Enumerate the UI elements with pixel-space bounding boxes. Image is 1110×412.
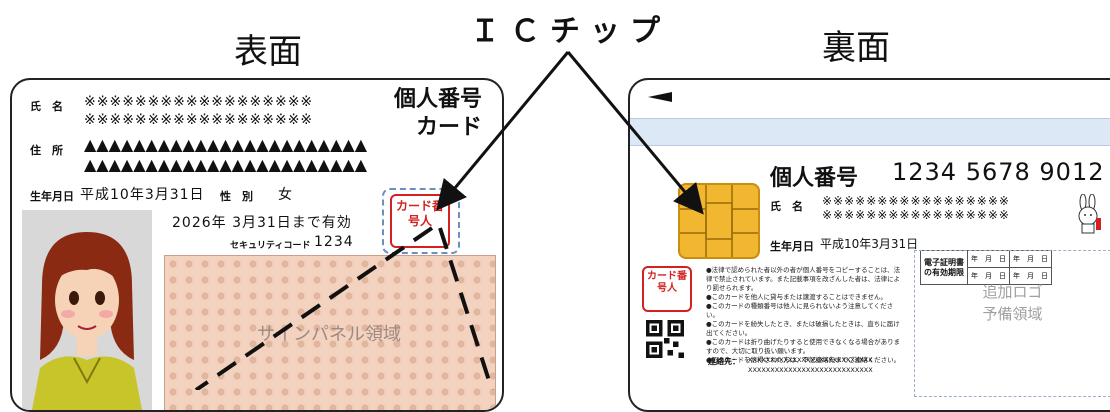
card-name-line1: 個人番号 [393,87,482,112]
back-name-label: 氏 名 [770,200,803,213]
front-name-label: 氏 名 [30,100,63,113]
contact-label: 連絡先： [708,357,740,366]
card-name-line2: カード [415,115,482,140]
chip-dashed-line-left [194,226,434,390]
ic-chip-location-front [382,188,460,254]
note-item: ●このカードを拾得された方は、下記連絡先までご連絡ください。 [706,356,901,364]
signature-panel: サインパネル領域 [164,255,496,410]
individual-number: 1234 5678 9012 [892,158,1105,186]
stamp-text: カード番号人 [395,199,444,228]
back-birth-value: 平成10年3月31日 [820,237,919,251]
stamp-text: カード番号人 [647,271,687,294]
arrows-overlay [194,51,704,390]
front-heading: 表面 [234,32,302,72]
front-address-line1: ▲▲▲▲▲▲▲▲▲▲▲▲▲▲▲▲▲▲▲▲▲▲▲ [84,135,368,154]
card-name-title: 個人番号 カード [382,86,482,142]
arrow-to-back-chip [566,51,704,215]
contact-line1: XXXXXXXXXXXXXXXXXXXXXXXXXXXX [748,356,873,364]
direction-arrow-icon [648,92,672,102]
face-photo [22,210,152,410]
front-sex-label: 性 別 [220,190,253,203]
reserved-line1: 追加ロゴ [982,283,1043,301]
note-item: ●このカードの種類番号は他人に見られないよう注意してください。 [706,302,894,319]
note-item: ●このカードを紛失したとき、または破損したときは、直ちに届け出てください。 [706,320,900,337]
back-card: 個人番号 1234 5678 9012 氏 名 ※※※※※※※※※※※※※※※※… [628,78,1110,412]
qr-code-icon [646,320,684,358]
back-title: 個人番号 [770,166,859,191]
stamp-icon: カード番号人 [642,266,692,312]
note-item: ●法律で認められた者以外の者が個人番号をコピーすることは、法律で禁止されています… [706,266,901,292]
ic-chip-heading: ＩＣチップ [470,14,670,49]
chip-dashed-line-right [438,227,494,390]
back-name-line2: ※※※※※※※※※※※※※※※※※ [822,208,1010,222]
front-birth-value: 平成10年3月31日 [80,187,205,203]
back-name-line1: ※※※※※※※※※※※※※※※※※ [822,194,1010,208]
back-birth-label: 生年月日 [770,240,814,253]
front-birth-label: 生年月日 [30,190,74,203]
note-item: ●このカードは折り曲げたりすると使用できなくなる場合がありますので、大切に取り扱… [706,338,901,355]
expiry-cell: 年 月 日 [967,267,1010,285]
back-heading: 裏面 [822,28,890,68]
note-item: ●このカードを他人に貸与または譲渡することはできません。 [706,293,887,301]
magnetic-stripe [630,118,1110,146]
signature-panel-label: サインパネル領域 [257,324,401,345]
expiry-cell: 年 月 日 [1009,267,1052,285]
expiry-label: 電子証明書の有効期限 [920,250,968,285]
security-code-value: 1234 [314,234,354,250]
certificate-expiry-table: 電子証明書の有効期限 年 月 日 年 月 日 年 月 日 年 月 日 [920,250,1052,285]
notes-list: ●法律で認められた者以外の者が個人番号をコピーすることは、法律で禁止されています… [706,266,906,365]
contact-line2: XXXXXXXXXXXXXXXXXXXXXXXXXXXX [748,366,873,374]
front-address-label: 住 所 [30,144,63,157]
front-sex-value: 女 [278,187,293,203]
arrow-to-front-chip [436,51,570,211]
front-address-line2: ▲▲▲▲▲▲▲▲▲▲▲▲▲▲▲▲▲▲▲▲▲▲▲ [84,155,368,174]
expiry-cell: 年 月 日 [1009,250,1052,268]
validity-date: 2026年 3月31日まで有効 [172,215,352,231]
front-name-line1: ※※※※※※※※※※※※※※※※※※ [84,94,314,110]
front-name-line2: ※※※※※※※※※※※※※※※※※※ [84,112,314,128]
security-code-label: セキュリティコード [230,241,311,251]
reserved-line2: 予備領域 [982,305,1043,323]
front-card: 氏 名 ※※※※※※※※※※※※※※※※※※ ※※※※※※※※※※※※※※※※※… [10,78,504,412]
ic-chip-icon [678,183,760,259]
mascot-icon [1070,193,1106,234]
